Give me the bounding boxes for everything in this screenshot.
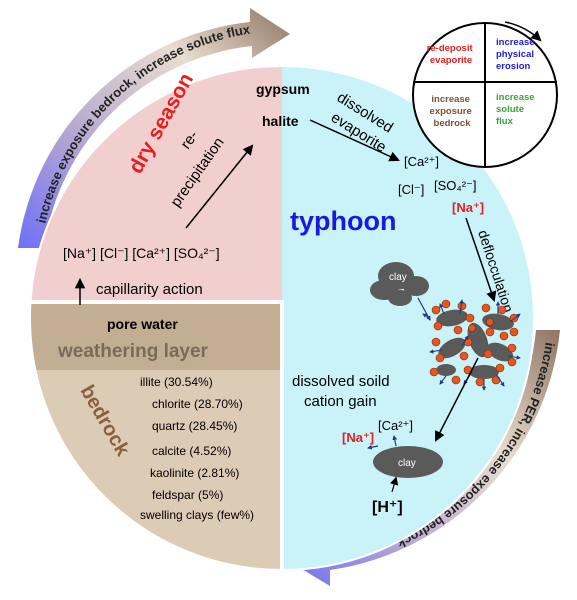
- legend-q-blue-1: increase: [496, 37, 535, 48]
- composition-item: illite (30.54%): [140, 375, 213, 389]
- legend-q-green-2: solute: [496, 104, 524, 115]
- composition-item: swelling clays (few%): [140, 508, 254, 522]
- composition-item: feldspar (5%): [152, 488, 223, 502]
- composition-item: quartz (28.45%): [152, 419, 237, 433]
- dispersed-clay: [422, 299, 521, 391]
- reprecipitation-arrow: [185, 144, 254, 229]
- dissolution-arrow: [309, 119, 400, 162]
- deflocculation-arrow: [465, 217, 497, 302]
- legend-q-green-1: increase: [496, 92, 535, 103]
- legend-q-green-3: flux: [496, 116, 514, 127]
- weathering-layer-label: weathering layer: [57, 341, 209, 362]
- legend-q-brown-3: bedrock: [434, 118, 472, 129]
- h-ion-label: [H⁺]: [372, 499, 403, 516]
- clay-bottom-label: clay: [398, 458, 416, 469]
- legend-q-red-1: re-deposit: [427, 43, 474, 54]
- cation-gain-label-2: cation gain: [304, 393, 377, 410]
- composition-item: chlorite (28.70%): [152, 397, 243, 411]
- typhoon-ion-na: [Na⁺]: [452, 200, 484, 215]
- svg-text:increase physical: increase physical erosion: [496, 37, 537, 72]
- composition-item: kaolinite (2.81%): [150, 466, 239, 480]
- svg-text:increase exposure: increase exposure bedrock: [430, 94, 475, 129]
- clay-floc: clay: [370, 262, 431, 321]
- gain-na-ion: [Na⁺]: [342, 430, 374, 445]
- halite-label: halite: [262, 113, 299, 129]
- h-ion-arrow: [390, 476, 399, 493]
- typhoon-ion-ca: [Ca²⁺]: [404, 154, 439, 169]
- weathering-layer-band: [30, 304, 282, 370]
- clay-particle-bottom: [373, 446, 443, 478]
- cation-gain-label-1: dissolved soild: [292, 373, 390, 390]
- cation-gain-arrow: [435, 357, 479, 442]
- typhoon-title: typhoon: [290, 206, 396, 236]
- typhoon-ion-so4: [SO₄²⁻]: [434, 178, 477, 193]
- clay-floc-label: clay: [389, 272, 407, 283]
- legend-q-blue-2: physical: [496, 49, 534, 60]
- legend-q-brown-1: increase: [431, 94, 470, 105]
- svg-text:re-deposit evaporite: re-deposit evaporite: [427, 43, 476, 66]
- legend-q-brown-2: exposure: [430, 106, 472, 117]
- gypsum-label: gypsum: [256, 81, 310, 97]
- dry-season-ions: [Na⁺] [Cl⁻] [Ca²⁺] [SO₄²⁻]: [63, 245, 220, 261]
- legend-q-blue-3: erosion: [496, 61, 531, 72]
- gain-ca-ion: [Ca²⁺]: [378, 418, 413, 433]
- svg-text:increase solute fl: increase solute flux: [496, 92, 537, 127]
- pore-water-label: pore water: [107, 316, 178, 332]
- composition-list: illite (30.54%) chlorite (28.70%) quartz (…: [140, 375, 254, 522]
- legend-circle: re-deposit evaporite increase physical e…: [412, 21, 558, 168]
- typhoon-ion-cl: [Cl⁻]: [398, 182, 424, 197]
- composition-item: calcite (4.52%): [152, 444, 231, 458]
- capillarity-label: capillarity action: [96, 281, 203, 298]
- legend-q-red-2: evaporite: [430, 55, 472, 66]
